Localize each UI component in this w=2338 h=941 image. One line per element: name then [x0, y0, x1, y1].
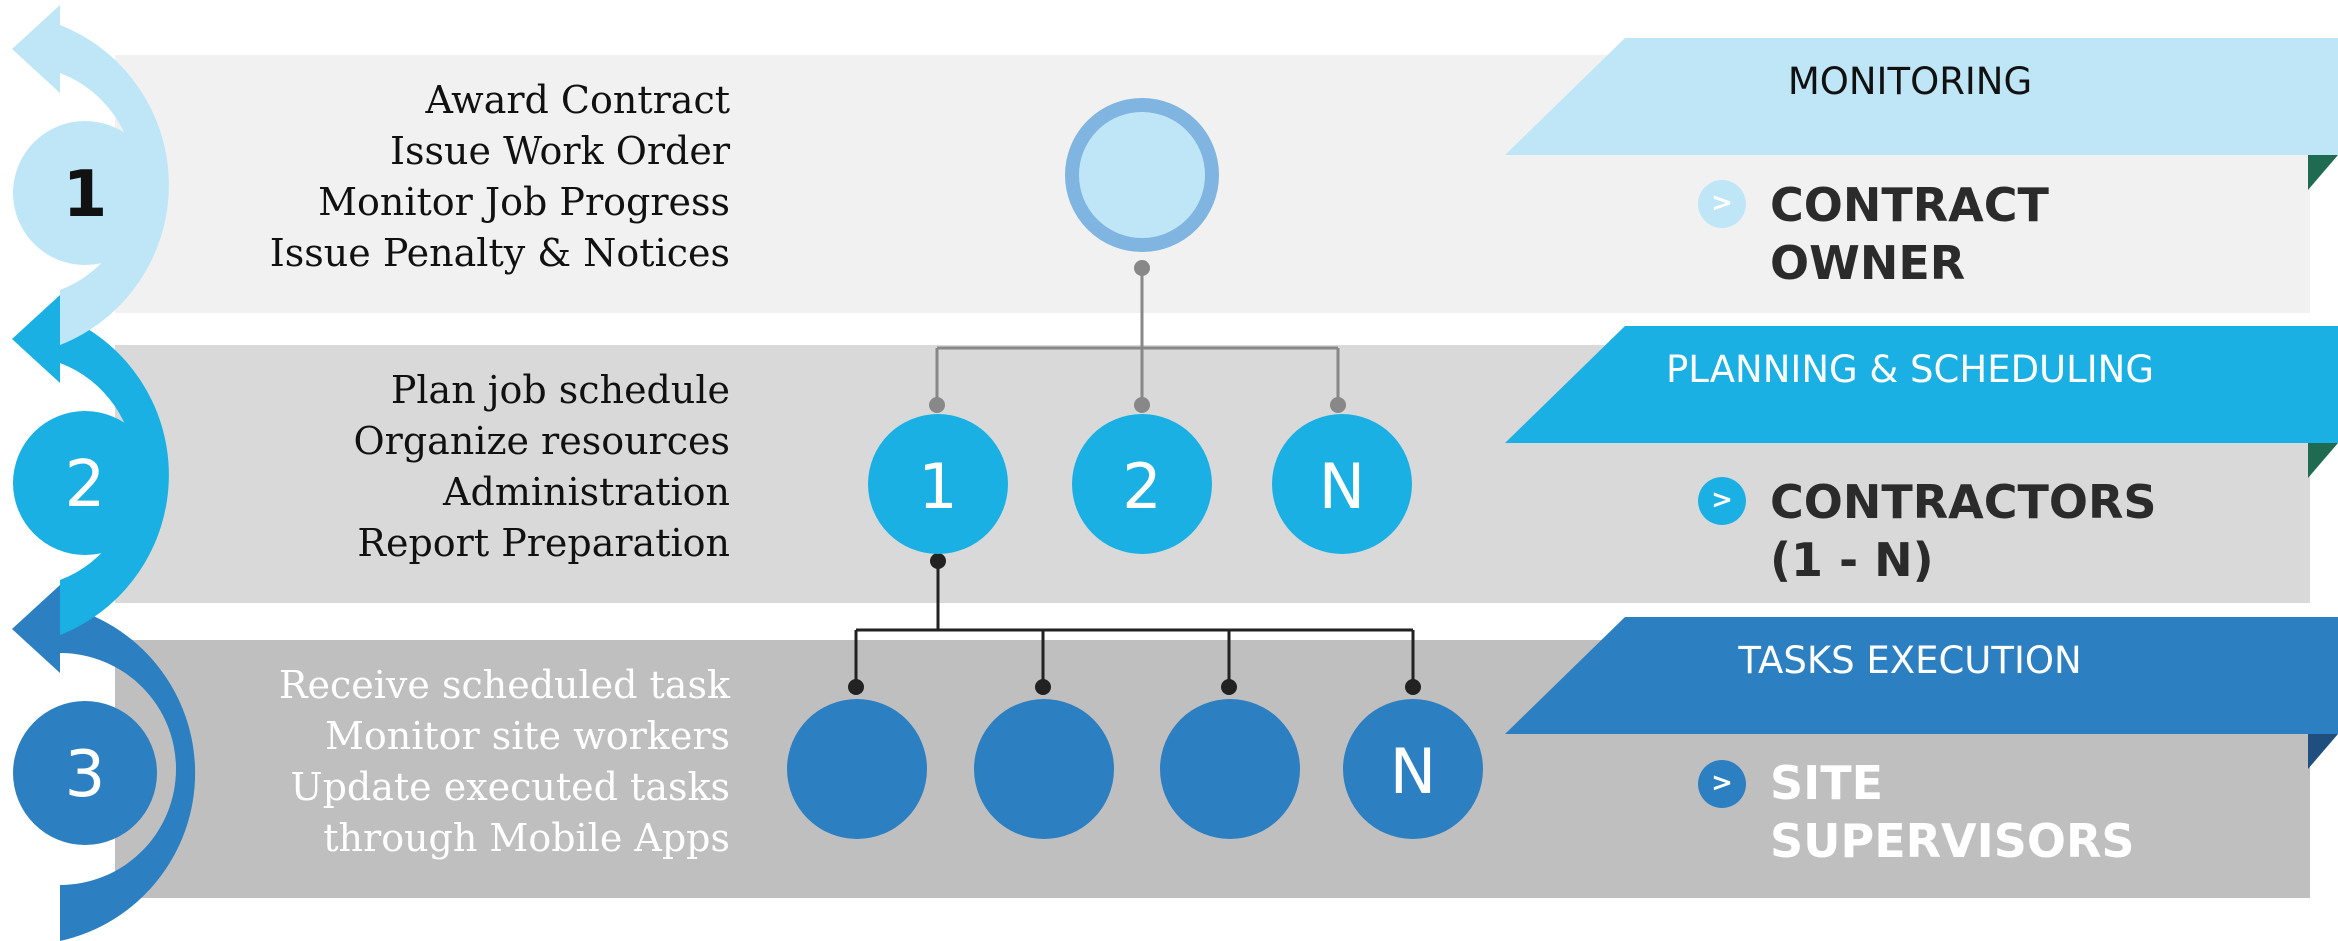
role-site-supervisors: SITE SUPERVISORS — [1770, 754, 2135, 870]
task-list-1: Award Contract Issue Work Order Monitor … — [160, 75, 730, 279]
task-item: Issue Penalty & Notices — [269, 231, 730, 275]
role-contract-owner: CONTRACT OWNER — [1770, 176, 2049, 292]
level2-node-label-1: 1 — [918, 450, 958, 523]
level2-node-n — [1272, 414, 1412, 554]
ribbon-fold-3 — [2308, 734, 2338, 769]
role-line: (1 - N) — [1770, 533, 1934, 587]
task-item: Award Contract — [425, 78, 730, 122]
level3-node-3 — [1160, 699, 1300, 839]
level3-node-1 — [787, 699, 927, 839]
task-item: Update executed tasks — [290, 765, 730, 809]
task-item: Report Preparation — [357, 521, 730, 565]
level-arrow-2 — [12, 295, 169, 635]
chevron-right-icon: > — [1698, 477, 1746, 525]
ribbon-fold-1 — [2308, 155, 2338, 190]
role-contractors: CONTRACTORS (1 - N) — [1770, 473, 2157, 589]
root-node — [1065, 98, 1219, 252]
ribbon-fold-2 — [2308, 443, 2338, 478]
task-item: Monitor site workers — [324, 714, 730, 758]
task-item: Issue Work Order — [390, 129, 730, 173]
header-monitoring: MONITORING — [1787, 60, 2033, 103]
header-planning-scheduling: PLANNING & SCHEDULING — [1665, 348, 2155, 391]
header-ribbon-3 — [1505, 617, 2338, 734]
level3-node-n — [1343, 699, 1483, 839]
header-ribbon-1 — [1505, 38, 2338, 155]
task-item: Monitor Job Progress — [318, 180, 730, 224]
header-ribbon-2 — [1505, 326, 2338, 443]
header-tasks-execution: TASKS EXECUTION — [1738, 639, 2082, 682]
chevron-right-icon: > — [1698, 180, 1746, 228]
role-line: SITE — [1770, 756, 1884, 810]
task-list-3: Receive scheduled task Monitor site work… — [160, 660, 730, 864]
role-line: SUPERVISORS — [1770, 814, 2135, 868]
task-item: Plan job schedule — [390, 368, 730, 412]
level-number-3: 3 — [64, 738, 106, 812]
task-item: Organize resources — [353, 419, 730, 463]
level2-node-2 — [1072, 414, 1212, 554]
task-list-2: Plan job schedule Organize resources Adm… — [160, 365, 730, 569]
level2-node-label-2: 2 — [1122, 450, 1162, 523]
tree-dots-top — [929, 260, 1346, 413]
tree-dots-bottom — [848, 553, 1421, 695]
level3-node-2 — [974, 699, 1114, 839]
task-item: Receive scheduled task — [278, 663, 730, 707]
role-line: CONTRACTORS — [1770, 475, 2157, 529]
level3-node-label-n: N — [1389, 735, 1437, 808]
level-arrow-1 — [12, 5, 169, 345]
tree-connectors-top — [935, 268, 1340, 405]
level2-node-label-n: N — [1318, 450, 1366, 523]
level-arrow-3 — [12, 585, 196, 941]
level-number-2: 2 — [64, 448, 106, 522]
task-item: through Mobile Apps — [323, 816, 730, 860]
tree-connectors-bottom — [854, 561, 1415, 687]
level2-node-1 — [868, 414, 1008, 554]
level-number-1: 1 — [62, 158, 108, 232]
task-item: Administration — [443, 470, 730, 514]
role-line: CONTRACT — [1770, 178, 2049, 232]
chevron-right-icon: > — [1698, 760, 1746, 808]
role-line: OWNER — [1770, 236, 1966, 290]
